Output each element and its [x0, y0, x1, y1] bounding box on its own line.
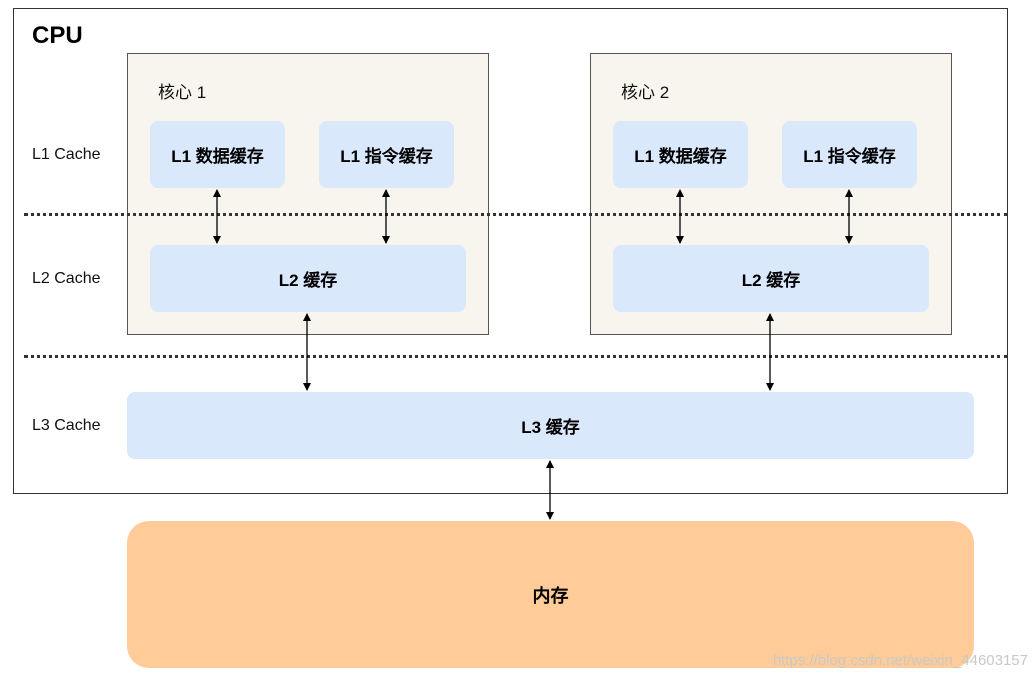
- core-1-label: 核心 1: [158, 83, 207, 102]
- core-1-l1-instruction-cache: L1 指令缓存: [319, 121, 454, 188]
- main-memory: 内存: [127, 521, 974, 668]
- core-2-l2-cache: L2 缓存: [613, 245, 929, 312]
- l2-cache-label: L2 Cache: [32, 270, 101, 287]
- cpu-title: CPU: [32, 22, 83, 49]
- core-1-l1-data-cache: L1 数据缓存: [150, 121, 285, 188]
- l1-l2-separator: [24, 213, 1008, 216]
- l1-cache-label: L1 Cache: [32, 146, 101, 163]
- watermark: https://blog.csdn.net/weixin_44603157: [772, 652, 1028, 669]
- core-2-label: 核心 2: [621, 83, 670, 102]
- l3-cache-label: L3 Cache: [32, 417, 101, 434]
- core-2-l1-instruction-cache: L1 指令缓存: [782, 121, 917, 188]
- core-1-l2-cache: L2 缓存: [150, 245, 466, 312]
- core-2-l1-data-cache: L1 数据缓存: [613, 121, 748, 188]
- l3-cache: L3 缓存: [127, 392, 974, 459]
- l2-l3-separator: [24, 355, 1008, 358]
